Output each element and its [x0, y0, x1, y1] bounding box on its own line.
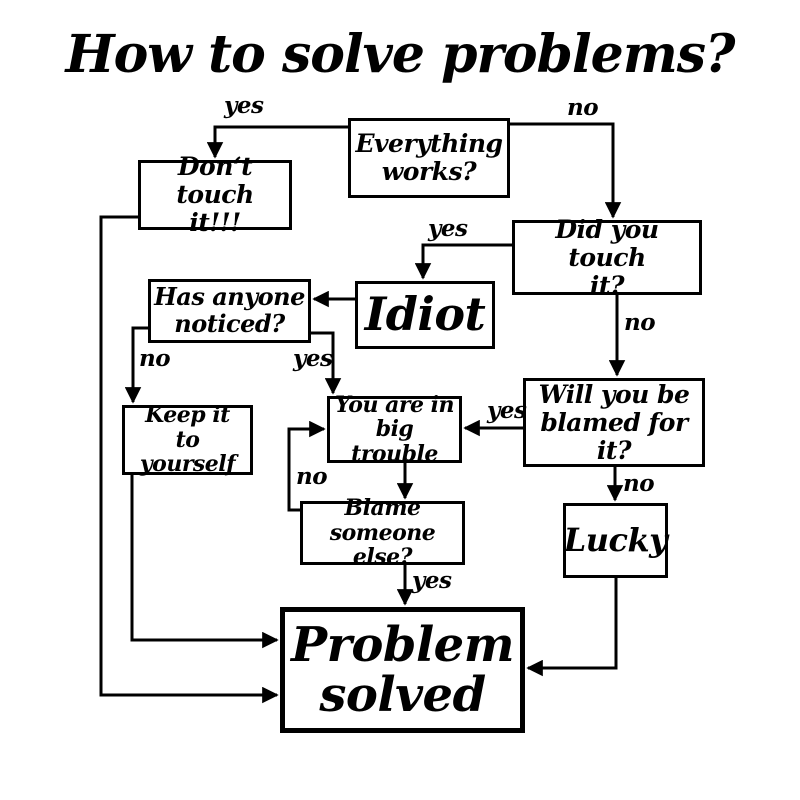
edge-everything-yes-to-dont-touch	[206, 125, 348, 159]
edge-did-touch-yes-to-idiot	[414, 243, 512, 280]
edge-label-noticed-yes: yes	[293, 345, 333, 372]
edge-blame-else-no-loop-to-big-trouble	[287, 420, 326, 512]
edge-label-blamed-yes: yes	[487, 397, 527, 424]
edge-label-touch-yes: yes	[428, 215, 468, 242]
edge-lucky-to-solved	[526, 578, 618, 677]
node-everything-works-label: Everything works?	[355, 129, 503, 186]
node-idiot: Idiot	[355, 281, 495, 349]
node-blame-someone-else-label: Blame someone else?	[329, 495, 436, 571]
node-problem-solved-label: Problem solved	[290, 616, 515, 723]
node-dont-touch-it: Don‘t touch it!!!	[138, 153, 292, 237]
edge-label-blamed-no: no	[623, 470, 655, 497]
node-you-are-in-big-trouble-label: You are in big trouble	[335, 391, 454, 467]
edge-noticed-yes-to-big-trouble	[311, 331, 342, 395]
edge-everything-no-to-did-touch	[510, 122, 622, 219]
node-problem-solved: Problem solved	[280, 607, 525, 733]
node-keep-it-to-yourself-label: Keep it to yourself	[139, 402, 236, 478]
node-everything-works: Everything works?	[348, 118, 510, 198]
node-did-you-touch-it: Did you touch it?	[512, 215, 702, 299]
node-will-you-be-blamed: Will you be blamed for it?	[523, 378, 705, 467]
node-did-you-touch-it-label: Did you touch it?	[555, 214, 659, 300]
edge-noticed-no-to-keep-it	[124, 326, 148, 404]
edge-label-noticed-no: no	[139, 345, 171, 372]
node-has-anyone-noticed-label: Has anyone noticed?	[154, 282, 305, 338]
node-will-you-be-blamed-label: Will you be blamed for it?	[538, 379, 690, 465]
node-you-are-in-big-trouble: You are in big trouble	[327, 392, 462, 466]
edge-label-touch-no: no	[624, 309, 656, 336]
edge-label-everything-no: no	[567, 94, 599, 121]
node-lucky-label: Lucky	[563, 520, 668, 559]
node-dont-touch-it-label: Don‘t touch it!!!	[176, 152, 254, 237]
edge-label-everything-yes: yes	[224, 92, 264, 119]
page-title: How to solve problems?	[65, 24, 735, 85]
edge-label-blame-no: no	[296, 463, 328, 490]
node-blame-someone-else: Blame someone else?	[300, 496, 465, 570]
node-has-anyone-noticed: Has anyone noticed?	[148, 279, 311, 343]
node-idiot-label: Idiot	[364, 287, 486, 342]
node-lucky: Lucky	[563, 503, 668, 578]
edge-label-blame-yes: yes	[412, 567, 452, 594]
node-keep-it-to-yourself: Keep it to yourself	[122, 402, 253, 478]
edge-keep-it-to-solved	[130, 475, 279, 649]
edge-dont-touch-to-solved	[99, 215, 279, 704]
